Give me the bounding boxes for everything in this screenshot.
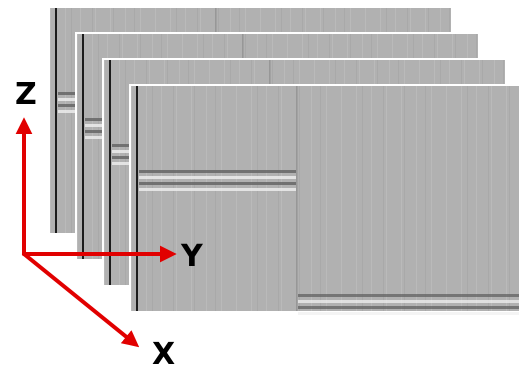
texture-stripe [488, 86, 489, 311]
texture-stripe [251, 86, 252, 311]
image-slice-4 [129, 84, 519, 315]
band-left [139, 182, 296, 185]
band-left [139, 176, 296, 179]
texture-stripe [152, 86, 153, 311]
step-edge [296, 86, 298, 311]
texture-stripe [416, 86, 417, 311]
texture-stripe [386, 86, 387, 311]
texture-stripe [215, 86, 216, 311]
texture-stripe [65, 8, 66, 233]
texture-stripe [356, 86, 357, 311]
texture-stripe [491, 86, 492, 311]
texture-stripe [119, 60, 120, 285]
texture-stripe [191, 86, 192, 311]
texture-stripe [401, 86, 402, 311]
band-right [298, 312, 519, 315]
texture-stripe [383, 86, 384, 311]
texture-stripe [320, 86, 321, 311]
texture-stripe [92, 34, 93, 259]
texture-stripe [161, 86, 162, 311]
slice-edge-line [136, 86, 138, 311]
texture-stripe [476, 86, 477, 311]
texture-stripe [461, 86, 462, 311]
axes-group [15, 117, 177, 348]
texture-stripe [176, 86, 177, 311]
slice-edge-line [82, 34, 84, 259]
texture-stripe [98, 34, 99, 259]
texture-stripe [104, 60, 105, 285]
texture-stripe [299, 86, 300, 311]
texture-stripe [509, 86, 510, 311]
texture-stripe [278, 86, 279, 311]
band-left [139, 188, 296, 191]
texture-stripe [77, 34, 78, 259]
texture-stripe [50, 8, 51, 233]
texture-stripe [221, 86, 222, 311]
x-axis-label: X [152, 337, 176, 372]
slice-background [131, 86, 519, 311]
texture-stripe [71, 8, 72, 233]
z-axis-label: Z [15, 77, 37, 112]
image-slices-group [48, 6, 519, 315]
texture-stripe [146, 86, 147, 311]
band-right [298, 294, 519, 297]
texture-stripe [194, 86, 195, 311]
texture-stripe [125, 60, 126, 285]
texture-stripe [446, 86, 447, 311]
band-right [298, 300, 519, 303]
texture-stripe [206, 86, 207, 311]
arrow-x-icon [22, 252, 140, 348]
texture-stripe [404, 86, 405, 311]
slice-edge-line [109, 60, 111, 285]
texture-stripe [266, 86, 267, 311]
texture-stripe [257, 86, 258, 311]
band-left [139, 170, 296, 173]
texture-stripe [467, 86, 468, 311]
texture-stripe [326, 86, 327, 311]
texture-stripe [236, 86, 237, 311]
texture-stripe [431, 86, 432, 311]
slice-edge-line [55, 8, 57, 233]
texture-stripe [311, 86, 312, 311]
texture-stripe [362, 86, 363, 311]
y-axis-label: Y [181, 239, 203, 274]
texture-stripe [131, 86, 132, 311]
texture-stripe [341, 86, 342, 311]
texture-stripe [281, 86, 282, 311]
texture-stripe [173, 86, 174, 311]
texture-stripe [425, 86, 426, 311]
texture-stripe [506, 86, 507, 311]
texture-stripe [371, 86, 372, 311]
band-right [298, 306, 519, 309]
